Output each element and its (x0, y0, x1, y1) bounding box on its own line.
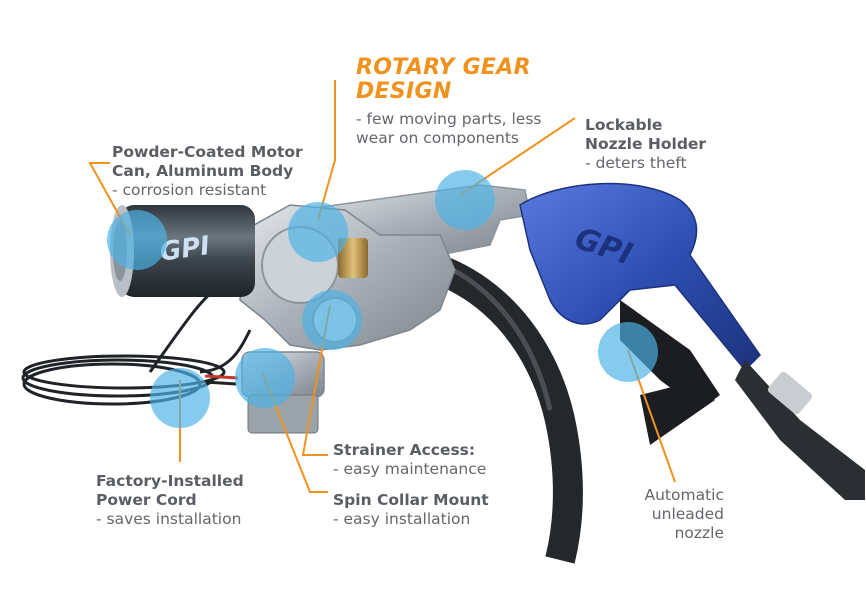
callout-line-strainer (301, 304, 331, 456)
callout-motor: Powder-Coated Motor Can, Aluminum Body -… (112, 143, 303, 200)
nozzle-line3: nozzle (674, 524, 724, 542)
featured-title-line2: DESIGN (356, 79, 452, 104)
marker-nozzle-holder (435, 170, 495, 230)
callout-rotary-gear: ROTARY GEAR DESIGN - few moving parts, l… (356, 56, 541, 148)
motor-title-line2: Can, Aluminum Body (112, 162, 294, 180)
featured-desc-line1: - few moving parts, less (356, 110, 542, 128)
marker-motor (107, 210, 167, 270)
strainer-title: Strainer Access: (333, 441, 476, 459)
cord-desc: - saves installation (96, 510, 242, 528)
power-cord (21, 288, 252, 406)
motor-logo: GPI (158, 231, 212, 268)
callout-power-cord: Factory-Installed Power Cord - saves ins… (96, 472, 244, 529)
callout-spin-collar: Spin Collar Mount - easy installation (333, 491, 489, 529)
callout-strainer: Strainer Access: - easy maintenance (333, 441, 486, 479)
marker-spin-collar (235, 348, 295, 408)
holder-title-line1: Lockable (585, 116, 663, 134)
collar-desc: - easy installation (333, 510, 471, 528)
cord-wire-tips (204, 374, 239, 386)
callout-line-collar (261, 371, 328, 493)
callout-line-rotary (317, 80, 336, 221)
callout-line-motor (88, 162, 131, 236)
marker-rotary-gear (288, 202, 348, 262)
callout-nozzle: Automatic unleaded nozzle (600, 486, 725, 543)
nozzle-line1: Automatic (644, 486, 725, 504)
featured-desc-line2: wear on components (356, 129, 520, 147)
motor-title-line1: Powder-Coated Motor (112, 143, 303, 161)
holder-desc: - deters theft (585, 154, 687, 172)
callout-nozzle-holder: Lockable Nozzle Holder - deters theft (585, 116, 706, 173)
feature-markers (107, 170, 658, 428)
collar-title: Spin Collar Mount (333, 491, 489, 509)
marker-nozzle (598, 322, 658, 382)
featured-title-line1: ROTARY GEAR (356, 55, 531, 80)
cord-title-line1: Factory-Installed (96, 472, 244, 490)
cord-title-line2: Power Cord (96, 491, 197, 509)
hose-fitting (338, 238, 368, 278)
strainer-desc: - easy maintenance (333, 460, 487, 478)
marker-strainer (302, 290, 362, 350)
nozzle-line2: unleaded (651, 505, 724, 523)
marker-power-cord (150, 368, 210, 428)
motor-desc: - corrosion resistant (112, 181, 267, 199)
holder-title-line2: Nozzle Holder (585, 135, 707, 153)
